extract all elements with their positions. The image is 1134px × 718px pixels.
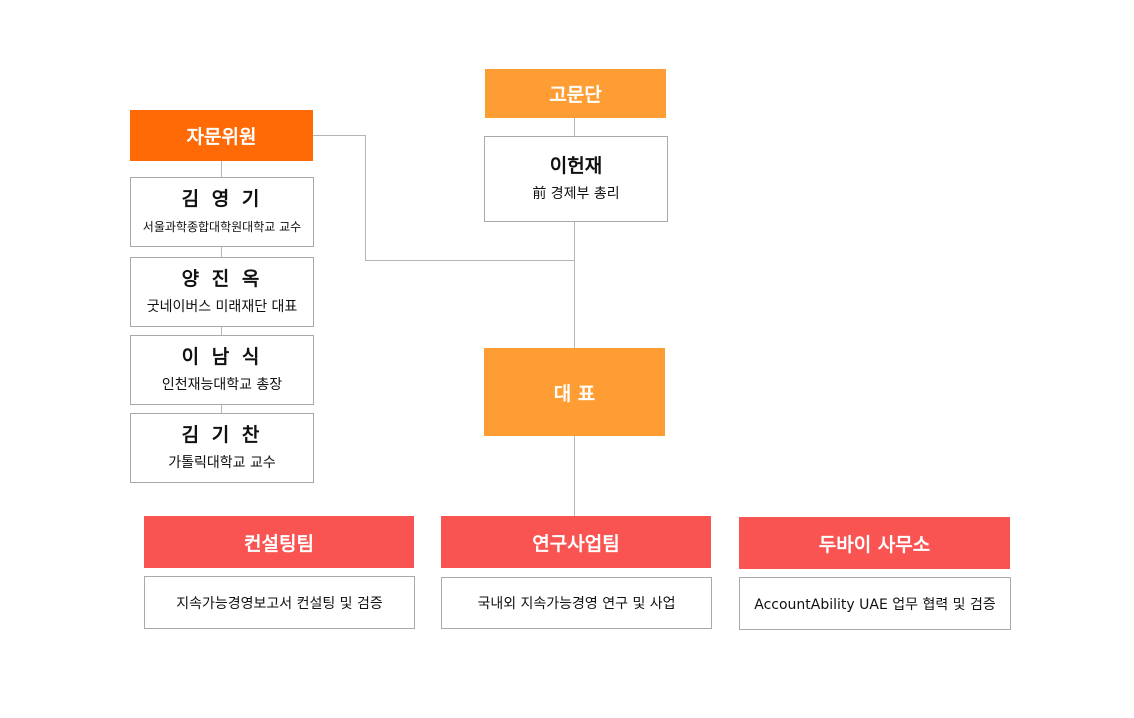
connector-counsel-vertical [574,117,575,348]
team-consulting-description: 지속가능경영보고서 컨설팅 및 검증 [144,576,415,629]
connector-advisory-vertical-right [365,135,366,261]
member-role: 가톨릭대학교 교수 [168,455,276,471]
member-name: 이 남 식 [181,346,263,368]
team-consulting-header: 컨설팅팀 [144,516,414,568]
counsel-member-name: 이헌재 [549,155,603,177]
advisory-title: 자문위원 [186,126,257,148]
counsel-member-card: 이헌재 前 경제부 총리 [484,136,668,222]
connector-ceo-teams [574,436,575,516]
team-dubai-description: AccountAbility UAE 업무 협력 및 검증 [739,577,1011,630]
connector-advisory-horizontal-top [313,135,366,136]
ceo-title: 대 표 [553,382,596,405]
member-name: 김 기 찬 [181,424,263,446]
team-desc: AccountAbility UAE 업무 협력 및 검증 [754,596,996,613]
member-role: 인천재능대학교 총장 [161,377,283,393]
advisory-member-card: 이 남 식 인천재능대학교 총장 [130,335,314,405]
team-dubai-header: 두바이 사무소 [739,517,1010,569]
counsel-title: 고문단 [549,84,602,106]
team-title: 두바이 사무소 [818,533,931,556]
team-research-description: 국내외 지속가능경영 연구 및 사업 [441,577,712,629]
counsel-member-role: 前 경제부 총리 [532,186,620,202]
advisory-member-card: 양 진 옥 굿네이버스 미래재단 대표 [130,257,314,327]
advisory-member-card: 김 영 기 서울과학종합대학원대학교 교수 [130,177,314,247]
advisory-header: 자문위원 [130,110,313,161]
connector-advisory-horizontal-bottom [365,260,575,261]
team-research-header: 연구사업팀 [441,516,711,568]
team-title: 컨설팅팀 [244,532,314,555]
team-desc: 국내외 지속가능경영 연구 및 사업 [477,596,676,612]
member-role: 서울과학종합대학원대학교 교수 [142,220,302,234]
member-name: 김 영 기 [181,188,263,210]
team-desc: 지속가능경영보고서 컨설팅 및 검증 [176,595,383,612]
advisory-member-card: 김 기 찬 가톨릭대학교 교수 [130,413,314,483]
team-title: 연구사업팀 [532,532,620,555]
member-name: 양 진 옥 [181,268,263,290]
member-role: 굿네이버스 미래재단 대표 [146,299,298,315]
ceo-box: 대 표 [484,348,665,436]
counsel-header: 고문단 [485,69,666,118]
